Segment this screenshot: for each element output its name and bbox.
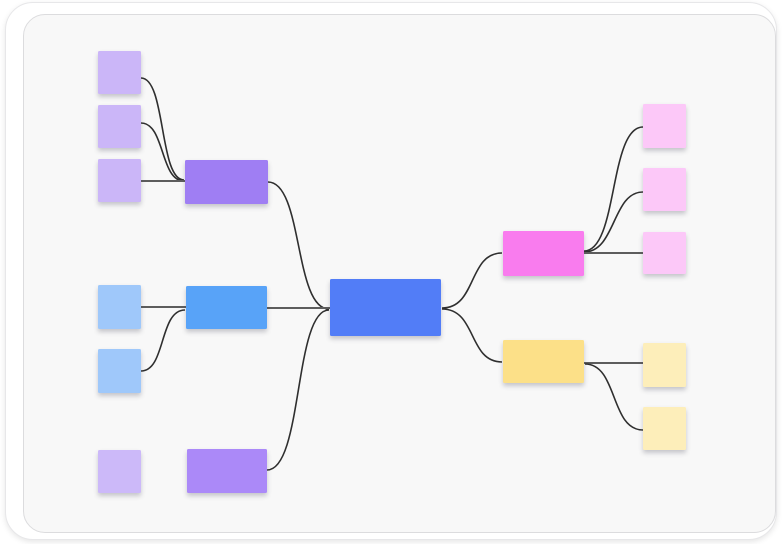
mindmap-node-leaf-lavender-1[interactable] bbox=[98, 51, 141, 94]
mindmap-node-leaf-lavender-3[interactable] bbox=[98, 159, 141, 202]
mindmap-node-branch-pink[interactable] bbox=[503, 231, 584, 276]
mindmap-node-leaf-yellow-1[interactable] bbox=[643, 343, 686, 387]
mindmap-node-branch-yellow[interactable] bbox=[503, 340, 584, 383]
mindmap-node-leaf-pink-3[interactable] bbox=[643, 232, 686, 274]
mindmap-node-leaf-pink-2[interactable] bbox=[643, 168, 686, 211]
mindmap-node-leaf-blue-1[interactable] bbox=[98, 285, 141, 329]
mindmap-node-branch-purple-top[interactable] bbox=[185, 160, 268, 204]
mindmap-node-branch-purple-bottom[interactable] bbox=[187, 449, 267, 493]
mindmap-node-leaf-blue-2[interactable] bbox=[98, 349, 141, 393]
mindmap-node-branch-blue[interactable] bbox=[186, 286, 267, 329]
mindmap-node-leaf-lavender-2[interactable] bbox=[98, 105, 141, 148]
mindmap-node-leaf-yellow-2[interactable] bbox=[643, 407, 686, 450]
mindmap-node-leaf-lavender-4[interactable] bbox=[98, 450, 141, 493]
mindmap-node-leaf-pink-1[interactable] bbox=[643, 104, 686, 148]
mindmap-node-root-center[interactable] bbox=[330, 279, 441, 336]
